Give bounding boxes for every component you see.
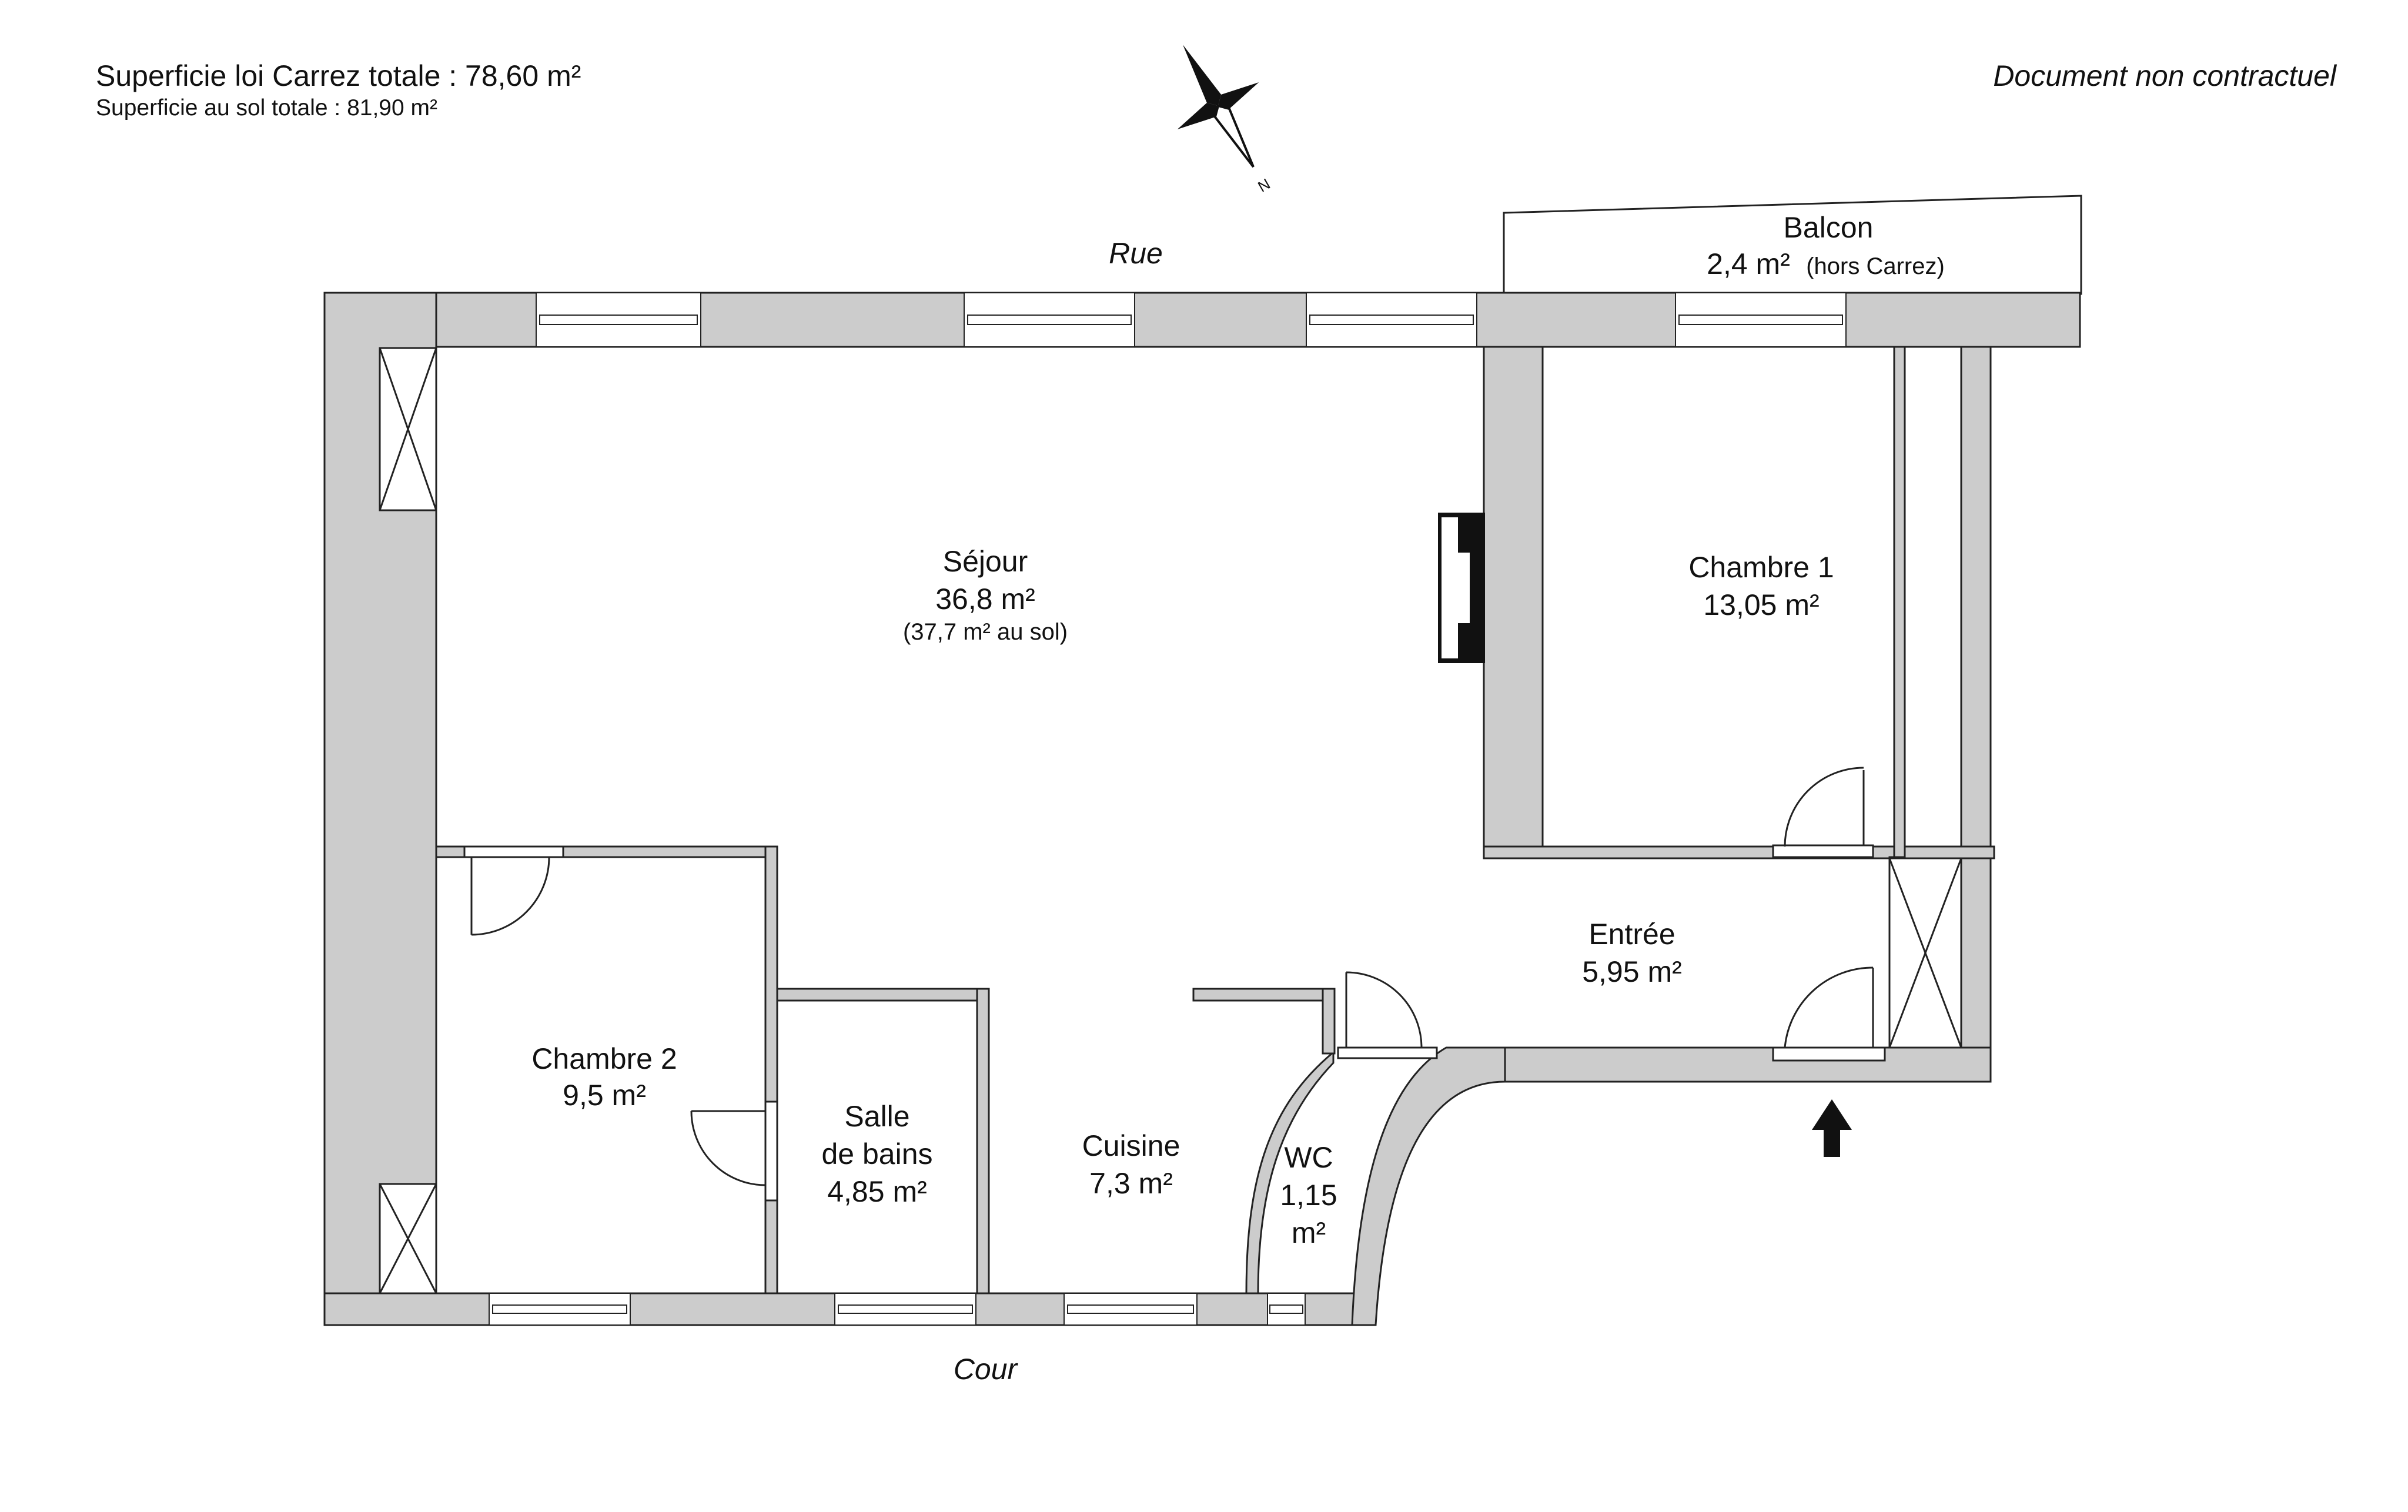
room-wc-name: WC [1284, 1141, 1333, 1174]
room-entree-name: Entrée [1588, 918, 1675, 951]
closets [379, 347, 1962, 1294]
room-entree-area: 5,95 m² [1582, 955, 1682, 988]
floor-total-area: Superficie au sol totale : 81,90 m² [96, 95, 437, 121]
room-sejour-area: 36,8 m² [935, 583, 1035, 615]
room-chambre2-area: 9,5 m² [563, 1079, 646, 1112]
room-sejour-sol: (37,7 m² au sol) [903, 619, 1068, 645]
compass-north-label: N [1255, 175, 1273, 195]
room-wc-area2: m² [1292, 1216, 1326, 1249]
room-cuisine-area: 7,3 m² [1089, 1167, 1173, 1200]
room-chambre2-name: Chambre 2 [531, 1042, 677, 1075]
carrez-total-area: Superficie loi Carrez totale : 78,60 m² [96, 59, 581, 92]
street-top-label: Rue [1109, 237, 1163, 270]
room-wc-area1: 1,15 [1280, 1179, 1337, 1212]
fireplace-icon [1438, 513, 1485, 663]
balcony-outline [1503, 195, 2082, 295]
street-bottom-label: Cour [954, 1353, 1019, 1386]
room-sdb-area: 4,85 m² [827, 1175, 927, 1208]
door-swings [463, 767, 1886, 1202]
balcon-name: Balcon [1784, 211, 1874, 244]
entrance-arrow-icon [1812, 1099, 1852, 1157]
windows-top [536, 292, 1847, 347]
room-chambre1-name: Chambre 1 [1688, 551, 1834, 584]
disclaimer: Document non contractuel [1993, 59, 2336, 92]
windows-bottom [489, 1293, 1306, 1326]
balcon-area: 2,4 m² [1707, 247, 1790, 280]
room-sdb-line2: de bains [821, 1138, 932, 1170]
room-chambre1-area: 13,05 m² [1703, 588, 1819, 621]
walls [323, 292, 2081, 1326]
room-cuisine-name: Cuisine [1082, 1129, 1180, 1162]
room-sejour-name: Séjour [943, 545, 1028, 578]
compass-rose-icon: N [1177, 45, 1273, 196]
balcon-note: (hors Carrez) [1806, 253, 1945, 279]
room-sdb-line1: Salle [844, 1100, 909, 1133]
